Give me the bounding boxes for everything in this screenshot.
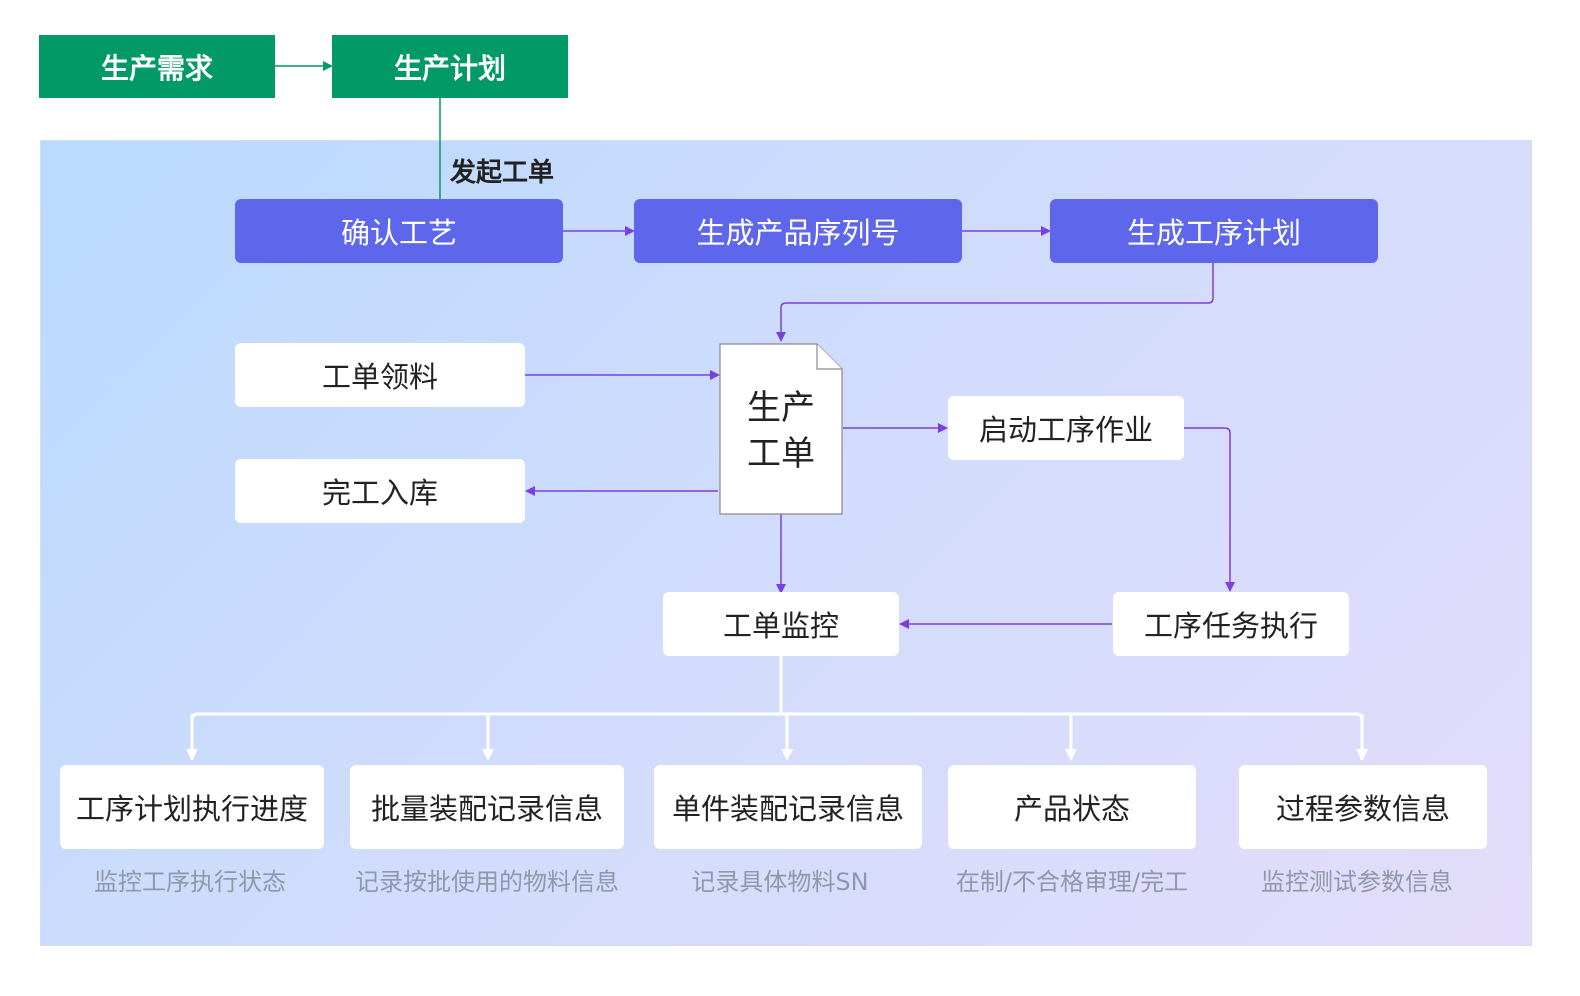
- output-node-3: 单件装配记录信息: [654, 765, 922, 849]
- node-generate-serial: 生成产品序列号: [634, 199, 962, 263]
- output-node-5: 过程参数信息: [1239, 765, 1487, 849]
- node-confirm-process-label: 确认工艺: [340, 216, 457, 250]
- output-title-3: 单件装配记录信息: [671, 792, 904, 826]
- output-title-4: 产品状态: [1013, 792, 1130, 826]
- node-generate-step-plan: 生成工序计划: [1050, 199, 1378, 263]
- node-generate-step-plan-label: 生成工序计划: [1126, 216, 1301, 250]
- node-production-plan-label: 生产计划: [393, 51, 506, 85]
- node-workorder-monitor: 工单监控: [663, 592, 899, 656]
- output-desc-1: 监控工序执行状态: [94, 868, 286, 896]
- doc-line-2: 工单: [747, 434, 815, 474]
- output-node-2: 批量装配记录信息: [350, 765, 624, 849]
- output-title-5: 过程参数信息: [1275, 792, 1450, 826]
- output-title-2: 批量装配记录信息: [370, 792, 603, 826]
- node-production-demand: 生产需求: [39, 35, 275, 98]
- output-title-1: 工序计划执行进度: [75, 792, 308, 826]
- node-material-pick-label: 工单领料: [321, 360, 438, 394]
- node-generate-serial-label: 生成产品序列号: [696, 216, 900, 250]
- node-stock-in: 完工入库: [235, 459, 525, 523]
- node-start-operation-label: 启动工序作业: [978, 413, 1153, 447]
- output-desc-3: 记录具体物料SN: [691, 868, 869, 896]
- node-production-demand-label: 生产需求: [100, 51, 213, 85]
- node-production-workorder: 生产 工单: [719, 385, 843, 477]
- doc-line-1: 生产: [747, 388, 815, 428]
- output-node-4: 产品状态: [948, 765, 1196, 849]
- launch-workorder-label: 发起工单: [450, 158, 555, 188]
- node-confirm-process: 确认工艺: [235, 199, 563, 263]
- node-workorder-monitor-label: 工单监控: [722, 609, 839, 643]
- output-node-1: 工序计划执行进度: [60, 765, 324, 849]
- node-stock-in-label: 完工入库: [321, 476, 438, 510]
- output-desc-5: 监控测试参数信息: [1261, 868, 1453, 896]
- node-production-plan: 生产计划: [332, 35, 568, 98]
- document-icon: [719, 343, 843, 515]
- node-start-operation: 启动工序作业: [948, 396, 1184, 460]
- node-task-execution-label: 工序任务执行: [1143, 609, 1318, 643]
- output-desc-2: 记录按批使用的物料信息: [355, 868, 619, 896]
- output-desc-4: 在制/不合格审理/完工: [955, 868, 1189, 896]
- node-task-execution: 工序任务执行: [1113, 592, 1349, 656]
- node-material-pick: 工单领料: [235, 343, 525, 407]
